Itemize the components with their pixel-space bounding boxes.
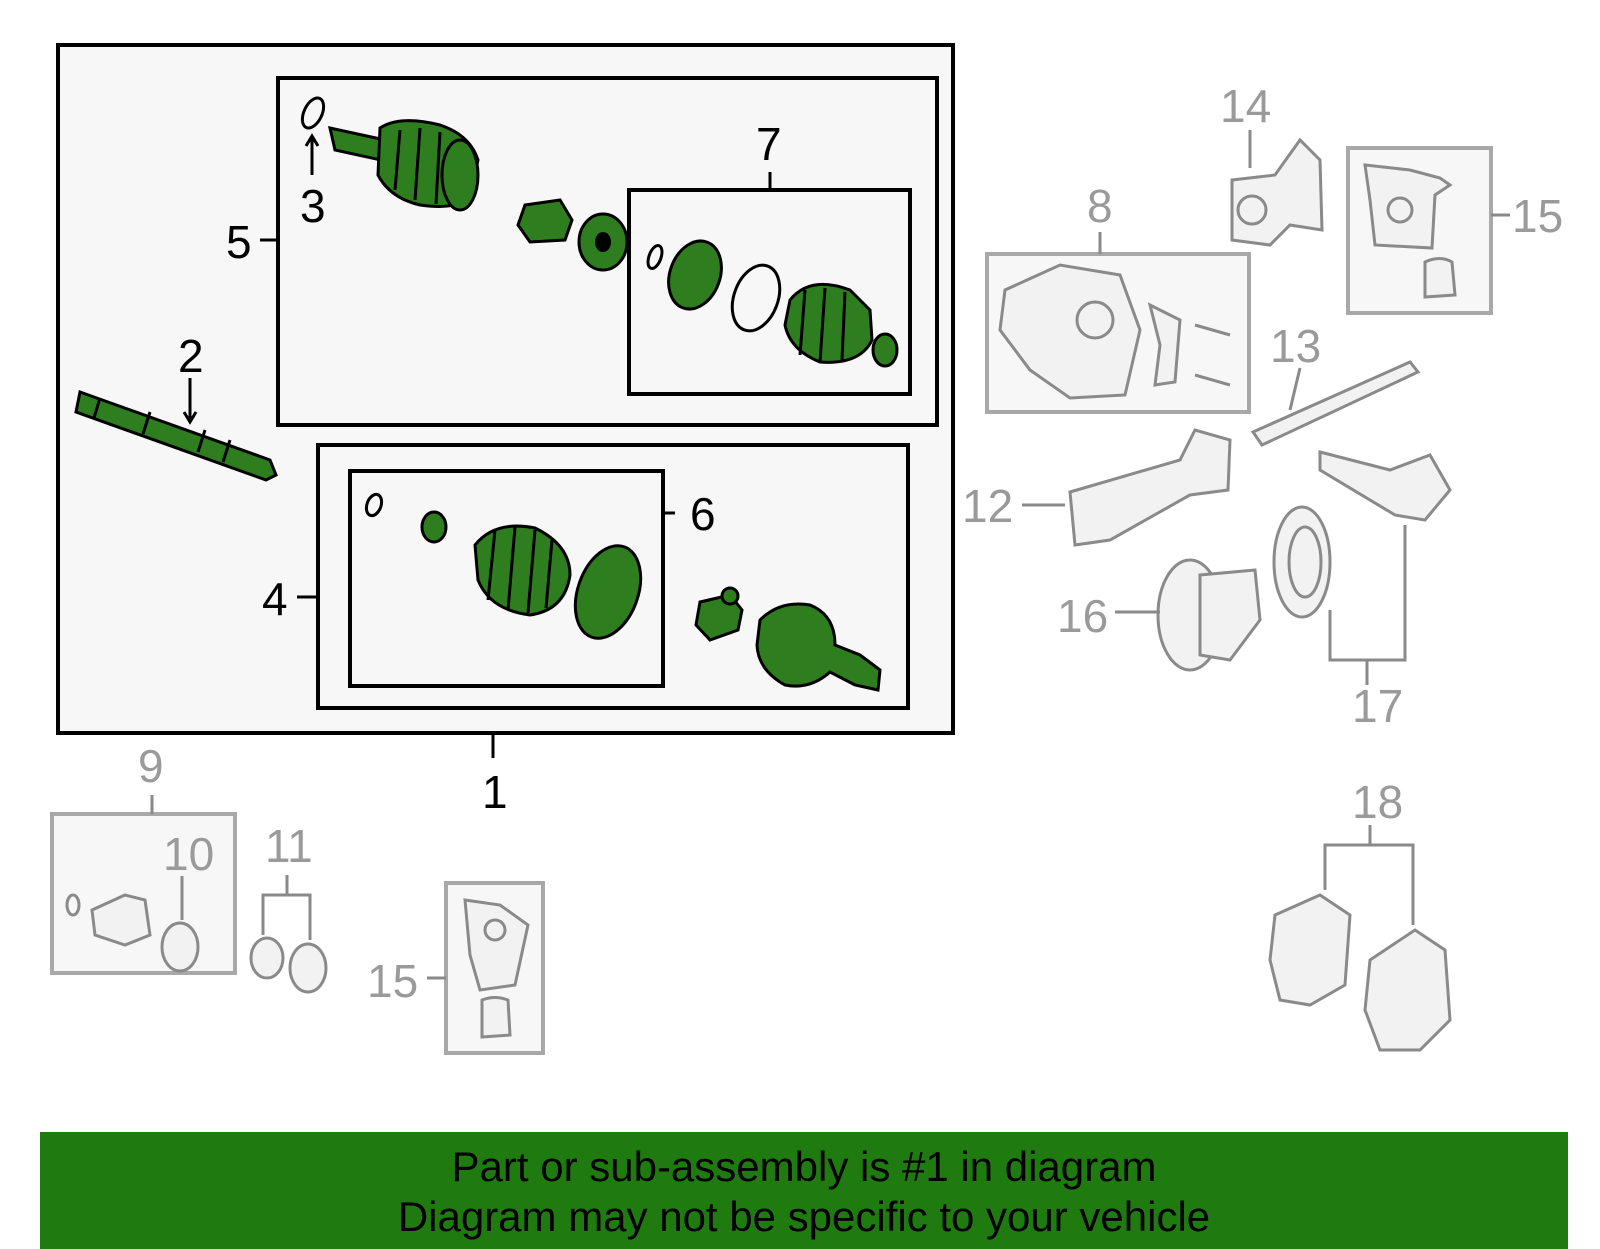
axle-shaft-part-13 <box>1250 360 1421 447</box>
seal-parts-11 <box>249 936 328 994</box>
bracket-part-14 <box>1230 137 1324 247</box>
callout-7[interactable]: 7 <box>756 118 782 170</box>
pinion-gear-part <box>1318 450 1452 522</box>
kit7-ring[interactable] <box>724 259 789 338</box>
callout-15-upper[interactable]: 15 <box>1512 190 1563 242</box>
kit6-small-clamp[interactable] <box>420 510 448 544</box>
axle-shaft-part-2[interactable] <box>74 390 278 482</box>
tripod-part[interactable] <box>694 586 744 642</box>
outer-cv-joint[interactable] <box>328 119 480 212</box>
notice-line-2: Diagram may not be specific to your vehi… <box>397 1193 1211 1240</box>
kit6-clamp[interactable] <box>563 537 652 648</box>
kit7-clip[interactable] <box>645 244 664 271</box>
callout-13[interactable]: 13 <box>1270 320 1321 372</box>
kit7-boot[interactable] <box>783 282 874 364</box>
callout-2[interactable]: 2 <box>178 330 204 382</box>
parts-diagram: 1 2 3 4 5 6 7 8 14 15 13 12 <box>50 43 1563 1055</box>
clip-part-3[interactable] <box>298 95 328 132</box>
mount-part-15-upper <box>1363 163 1457 299</box>
callout-1[interactable]: 1 <box>482 766 508 818</box>
differential-case-part-16 <box>1156 558 1262 672</box>
ring-gear-part <box>1272 505 1332 619</box>
inner-cv-joint[interactable] <box>755 602 882 692</box>
bearing-assembly-part-9 <box>65 893 200 973</box>
callout-15-lower[interactable]: 15 <box>367 955 418 1007</box>
housing-tube-part-12 <box>1068 428 1232 547</box>
notice-banner: Part or sub-assembly is #1 in diagram Di… <box>40 1132 1568 1249</box>
callout-5[interactable]: 5 <box>226 216 252 268</box>
cover-gasket-part-18 <box>1268 893 1352 1007</box>
mount-part-15-lower <box>463 898 530 1039</box>
callout-3[interactable]: 3 <box>300 180 326 232</box>
subassembly-9-box[interactable] <box>50 812 237 975</box>
callout-12[interactable]: 12 <box>962 480 1013 532</box>
kit6-boot[interactable] <box>473 524 572 617</box>
kit6-clip[interactable] <box>364 492 385 518</box>
kit7-clamp[interactable] <box>660 234 731 317</box>
diff-cover-part-18 <box>1363 928 1452 1052</box>
callout-14[interactable]: 14 <box>1220 80 1271 132</box>
callout-9[interactable]: 9 <box>138 740 164 792</box>
callout-4[interactable]: 4 <box>262 573 288 625</box>
callout-6[interactable]: 6 <box>690 488 716 540</box>
callout-18[interactable]: 18 <box>1352 776 1403 828</box>
notice-line-1: Part or sub-assembly is #1 in diagram <box>451 1143 1157 1190</box>
callout-8[interactable]: 8 <box>1087 180 1113 232</box>
callout-17[interactable]: 17 <box>1352 680 1403 732</box>
bearing-cage-part[interactable] <box>516 198 574 244</box>
kit7-small-clamp[interactable] <box>871 332 899 368</box>
callout-16[interactable]: 16 <box>1057 590 1108 642</box>
callout-11[interactable]: 11 <box>265 820 313 872</box>
callout-10[interactable]: 10 <box>163 828 214 880</box>
inner-race-part[interactable] <box>577 212 629 272</box>
carrier-housing-part <box>998 263 1231 400</box>
